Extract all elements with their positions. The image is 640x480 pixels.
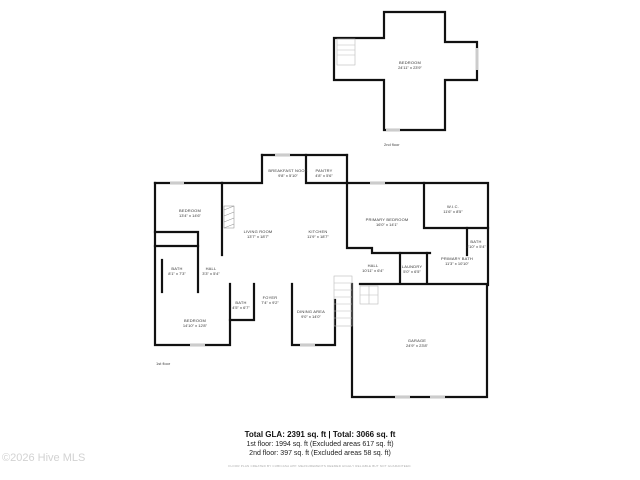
watermark: ©2026 Hive MLS: [2, 452, 86, 464]
room-name: BEDROOM: [178, 208, 202, 213]
room-dims: 11'9" x 18'7": [307, 234, 329, 239]
room-dims: 3'3" x 5'4": [202, 271, 220, 276]
room-name: KITCHEN: [308, 229, 328, 234]
room-dims: 9'0" x 14'0": [301, 314, 321, 319]
disclaimer: FLOOR PLAN CREATED BY CUBICASA APP. MEAS…: [228, 464, 412, 468]
room-name: HALL: [205, 266, 217, 271]
room-name: BEDROOM: [398, 60, 422, 65]
room-wic: W.I.C.11'6" x 8'5": [443, 204, 462, 214]
room-dims: 11'6" x 8'5": [443, 209, 463, 214]
room-dims: 11'3" x 10'10": [445, 261, 469, 266]
first-floor-area: 1st floor: 1994 sq. ft (Excluded areas 6…: [246, 441, 394, 448]
room-dims: 24'9" x 23'8": [406, 343, 428, 348]
room-name: BREAKFAST NOOK: [268, 168, 308, 173]
first-floor-caption: 1st floor: [156, 361, 171, 366]
room-name: LAUNDRY: [401, 264, 423, 269]
room-dims: 3'10" x 5'4": [466, 244, 486, 249]
room-name: LIVING ROOM: [243, 229, 273, 234]
area-summary: Total GLA: 2391 sq. ft | Total: 3066 sq.…: [0, 430, 640, 458]
room-name: PRIMARY BEDROOM: [365, 217, 409, 222]
room-dims: 13'4" x 14'6": [179, 213, 201, 218]
room-dims: 16'0" x 14'1": [376, 222, 398, 227]
room-bedroom-2nd-floor: BEDROOM 24'11" x 23'9": [398, 60, 422, 70]
room-name: PRIMARY BATH: [441, 256, 473, 261]
room-name: GARAGE: [407, 338, 427, 343]
second-floor-area: 2nd floor: 397 sq. ft (Excluded areas 58…: [249, 450, 391, 457]
room-name: PANTRY: [315, 168, 333, 173]
room-name: BATH: [470, 239, 482, 244]
room-dims: 13'7" x 18'7": [247, 234, 269, 239]
second-floor-caption: 2nd floor: [384, 142, 400, 147]
room-dims: 4'5" x 6'7": [232, 305, 250, 310]
room-name: W.I.C.: [446, 204, 460, 209]
total-area: Total GLA: 2391 sq. ft | Total: 3066 sq.…: [244, 430, 396, 439]
room-name: BATH: [235, 300, 247, 305]
room-dims: 4'8" x 5'6": [315, 173, 333, 178]
room-name: FOYER: [262, 295, 278, 300]
room-dims: 7'4" x 9'2": [261, 300, 279, 305]
room-dims: 8'1" x 7'3": [168, 271, 186, 276]
room-dims: 14'10" x 12'8": [182, 323, 208, 328]
room-name: BEDROOM: [183, 318, 207, 323]
room-dims: 24'11" x 23'9": [398, 65, 422, 70]
room-dims: 10'11" x 6'4": [362, 268, 384, 273]
room-name: BATH: [171, 266, 183, 271]
room-name: HALL: [367, 263, 379, 268]
room-dims: 5'0" x 6'5": [403, 269, 421, 274]
room-name: DINING AREA: [297, 309, 325, 314]
room-dims: 9'8" x 5'10": [278, 173, 298, 178]
